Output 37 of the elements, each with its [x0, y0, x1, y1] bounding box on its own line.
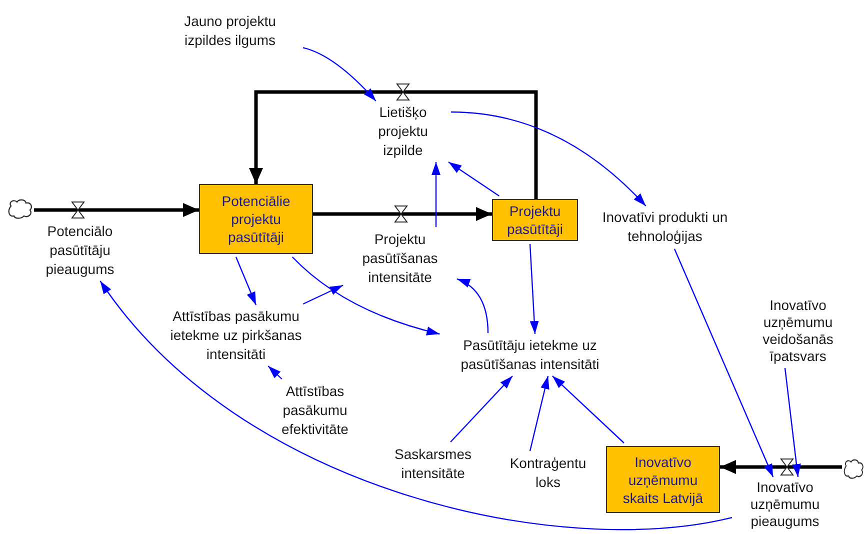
stock-box: Potenciālie projektu pasūtītāji: [199, 184, 313, 254]
arrow: [456, 278, 489, 334]
arrow: [432, 162, 440, 227]
variable-label: Potenciālo pasūtītāju pieaugums: [28, 222, 132, 279]
flow-pipe: [249, 90, 538, 199]
variable-label: Kontraģentu loks: [498, 454, 598, 492]
arrow: [235, 256, 257, 306]
stock-box: Projektu pasūtītāji: [492, 199, 578, 241]
variable-label: Jauno projektu izpildes ilgums: [160, 12, 300, 50]
arrow: [302, 47, 376, 102]
arrow: [674, 248, 774, 478]
flow-pipe: [313, 207, 492, 221]
cloud-symbol: [842, 458, 865, 480]
arrow: [100, 280, 732, 530]
flow-pipe: [34, 203, 199, 217]
arrow: [268, 366, 282, 380]
variable-label: Inovatīvo uzņēmumu pieaugums: [735, 479, 835, 530]
variable-label: Projektu pasūtīšanas intensitāte: [345, 230, 455, 287]
variable-label: Attīstības pasākumu efektivitāte: [268, 382, 362, 439]
arrow: [450, 376, 513, 442]
variable-label: Lietišķo projektu izpilde: [358, 103, 448, 160]
variable-label: Pasūtītāju ietekme uz pasūtīšanas intensitāti: [435, 336, 625, 374]
arrow: [529, 244, 539, 334]
arrow: [450, 111, 646, 206]
variable-label: Inovatīvo uzņēmumu veidošanās īpatsvars: [748, 297, 848, 365]
flow-pipe: [720, 460, 842, 474]
variable-label: Attīstības pasākumu ietekme uz pirkšanas intensitāti: [148, 307, 324, 364]
arrow: [529, 376, 550, 452]
variable-label: Saskarsmes intensitāte: [383, 445, 483, 483]
arrow: [784, 368, 801, 478]
cloud-symbol: [6, 198, 34, 220]
arrow: [552, 376, 624, 444]
variable-label: Inovatīvi produkti un tehnoloģijas: [595, 208, 735, 246]
arrow: [448, 162, 500, 196]
arrow: [302, 284, 344, 305]
stock-box: Inovatīvo uzņēmumu skaits Latvijā: [606, 446, 720, 513]
arrow: [292, 256, 440, 336]
